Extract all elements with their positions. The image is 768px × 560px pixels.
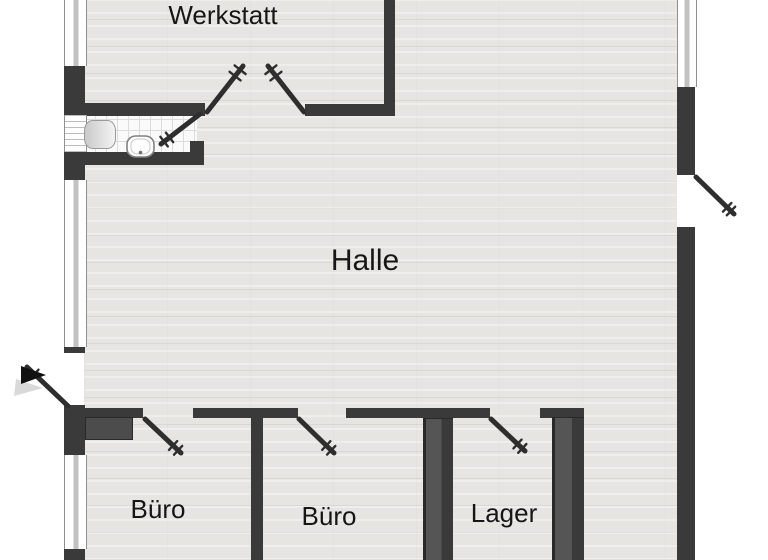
window-glass-line [73,0,78,66]
wall-bathroom-bottom [64,152,204,165]
wall-left-bottom-block [64,549,85,560]
room-label-halle: Halle [330,244,400,277]
room-label-werkstatt: Werkstatt [168,0,278,30]
door-werkstatt-left [204,63,247,115]
wall-buero-lager [423,418,453,560]
door-lager [488,416,528,454]
room-label-lager: Lager [470,498,538,528]
toilet-icon [126,135,155,158]
wall-bathroom-top [84,103,205,116]
wall-bottom-segment-2 [193,408,298,418]
wall-divider-bueros [251,418,263,560]
entrance-arrow-shadow [14,379,43,396]
window-left-bottom [64,455,87,549]
wall-bottom-segment-3 [346,408,490,418]
building-floor [84,0,677,560]
door-halle-right [693,174,737,217]
window-glass-line [684,0,690,87]
wall-right-upper [677,87,695,175]
room-label-buero-left: Büro [130,494,186,524]
door-werkstatt-right [264,63,307,115]
wall-werkstatt-bottom-right-segment [305,104,395,116]
wall-right-lower [677,227,695,560]
door-buero-middle [296,416,337,456]
entrance-arrow-icon [21,366,46,384]
window-glass-line [73,180,78,347]
window-right-top [677,0,697,87]
door-entrance [14,364,71,409]
wall-werkstatt-right-vertical [384,0,395,116]
room-label-buero-middle: Büro [301,501,357,531]
wall-bathroom-door-jamb [190,141,204,153]
window-left-middle [64,180,87,347]
bathtub-icon [84,120,116,149]
cabinet [85,417,133,440]
window-glass-line [73,455,78,549]
window-left-top [64,0,87,66]
wall-left-window-sill [64,347,85,353]
wall-bottom-segment-4 [540,408,584,418]
wall-lager-right [552,417,584,560]
wall-left-upper-corner [64,66,85,115]
door-bathroom [158,111,203,148]
wall-bottom-segment-1 [64,408,143,418]
door-buero-left [142,416,184,456]
